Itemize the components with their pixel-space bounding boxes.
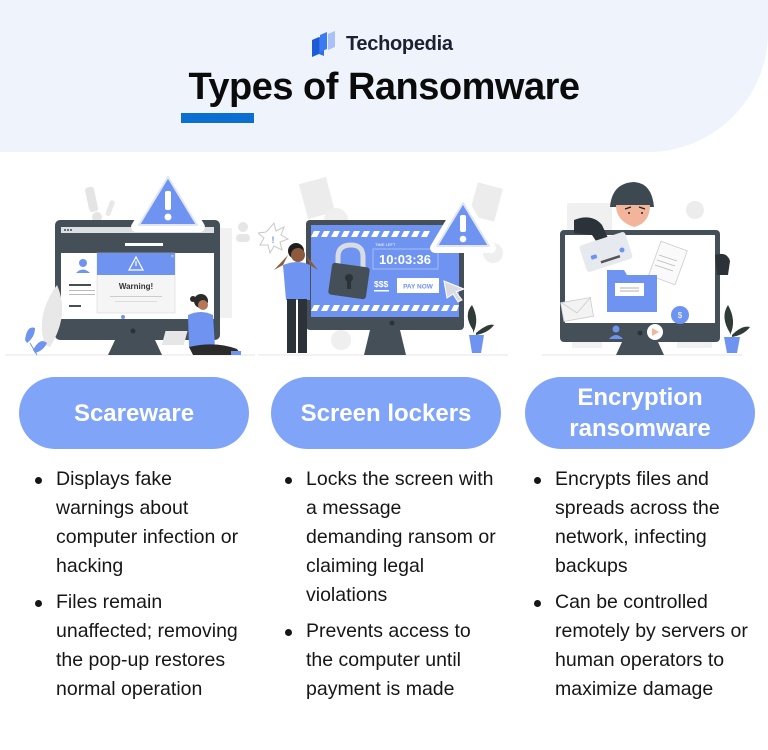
header-banner: Techopedia Types of Ransomware xyxy=(0,0,768,152)
scareware-label: Scareware xyxy=(19,377,249,449)
countdown-timer: 10:03:36 xyxy=(379,252,431,267)
scareware-illustration: × Warning! xyxy=(5,165,255,360)
bullet-item: Prevents access to the computer until pa… xyxy=(283,617,503,704)
screen-lockers-label: Screen lockers xyxy=(271,377,501,449)
type-scareware: × Warning! Scareware Displays xyxy=(5,165,255,700)
brand: Techopedia xyxy=(310,30,453,58)
screen-lockers-illustration: ! TIME LEFT 10:03:36 $$$ PAY NOW xyxy=(256,165,508,360)
time-left-label: TIME LEFT xyxy=(375,242,396,247)
svg-text:$: $ xyxy=(678,311,683,320)
encryption-ransomware-illustration: $ xyxy=(512,165,762,360)
svg-text:×: × xyxy=(171,254,174,260)
screen-lockers-bullets: Locks the screen with a message demandin… xyxy=(283,465,503,711)
type-encryption-ransomware: $ Encryption ransomware Encrypts files a… xyxy=(512,165,762,700)
warning-popup-text: Warning! xyxy=(119,282,153,291)
bullet-item: Can be controlled remotely by servers or… xyxy=(532,588,757,704)
brand-name: Techopedia xyxy=(346,32,453,55)
pay-now-button: PAY NOW xyxy=(403,284,434,291)
encryption-ransomware-bullets: Encrypts files and spreads across the ne… xyxy=(532,465,757,711)
bullet-item: Files remain unaffected; removing the po… xyxy=(33,588,248,704)
techopedia-logo-icon xyxy=(310,30,338,58)
type-screen-lockers: ! TIME LEFT 10:03:36 $$$ PAY NOW xyxy=(256,165,508,700)
svg-text:!: ! xyxy=(272,235,275,245)
encryption-ransomware-label: Encryption ransomware xyxy=(525,377,755,449)
page-title: Types of Ransomware xyxy=(188,66,580,108)
title-underline xyxy=(181,113,254,123)
bullet-item: Encrypts files and spreads across the ne… xyxy=(532,465,757,581)
bullet-item: Displays fake warnings about computer in… xyxy=(33,465,248,581)
bullet-item: Locks the screen with a message demandin… xyxy=(283,465,503,610)
money-label: $$$ xyxy=(374,279,388,289)
scareware-bullets: Displays fake warnings about computer in… xyxy=(33,465,248,711)
